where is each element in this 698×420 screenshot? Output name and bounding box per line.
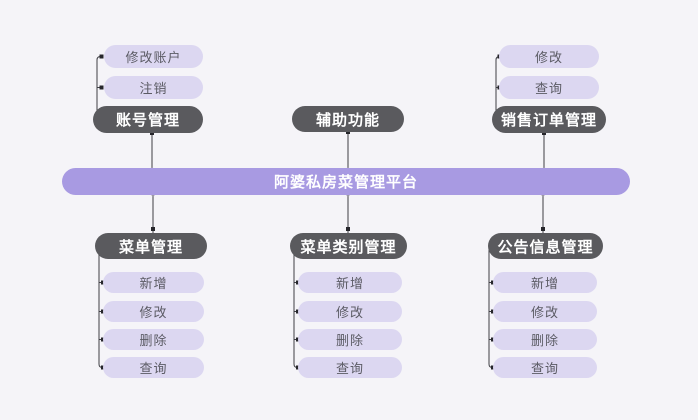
node-announcement-modify[interactable]: 修改 <box>493 301 597 322</box>
spine-menu <box>151 193 155 233</box>
spine-menu-category <box>346 193 350 233</box>
node-menu-category-delete[interactable]: 删除 <box>298 329 402 350</box>
node-sales-order-management[interactable]: 销售订单管理 <box>492 106 606 133</box>
node-sales-order-query[interactable]: 查询 <box>499 76 599 99</box>
node-menu-management[interactable]: 菜单管理 <box>95 233 207 259</box>
node-sales-order-modify[interactable]: 修改 <box>499 45 599 68</box>
node-announcement-management[interactable]: 公告信息管理 <box>488 233 603 259</box>
center-platform-bar[interactable]: 阿婆私房菜管理平台 <box>62 168 630 195</box>
node-menu-category-management[interactable]: 菜单类别管理 <box>290 233 407 259</box>
node-menu-category-query[interactable]: 查询 <box>298 357 402 378</box>
node-menu-query[interactable]: 查询 <box>103 357 204 378</box>
node-account-logout[interactable]: 注销 <box>104 76 203 99</box>
node-announcement-delete[interactable]: 删除 <box>493 329 597 350</box>
node-auxiliary-functions[interactable]: 辅助功能 <box>292 106 404 132</box>
node-announcement-query[interactable]: 查询 <box>493 357 597 378</box>
node-menu-add[interactable]: 新增 <box>103 272 204 293</box>
spine-announcement <box>541 193 545 233</box>
node-menu-category-modify[interactable]: 修改 <box>298 301 402 322</box>
node-menu-category-add[interactable]: 新增 <box>298 272 402 293</box>
spine-sales-order <box>542 131 546 171</box>
node-announcement-add[interactable]: 新增 <box>493 272 597 293</box>
spine-auxiliary <box>346 130 350 171</box>
node-account-modify[interactable]: 修改账户 <box>104 45 203 68</box>
spine-account <box>150 131 154 171</box>
node-menu-delete[interactable]: 删除 <box>103 329 204 350</box>
node-account-management[interactable]: 账号管理 <box>93 106 203 133</box>
node-menu-modify[interactable]: 修改 <box>103 301 204 322</box>
